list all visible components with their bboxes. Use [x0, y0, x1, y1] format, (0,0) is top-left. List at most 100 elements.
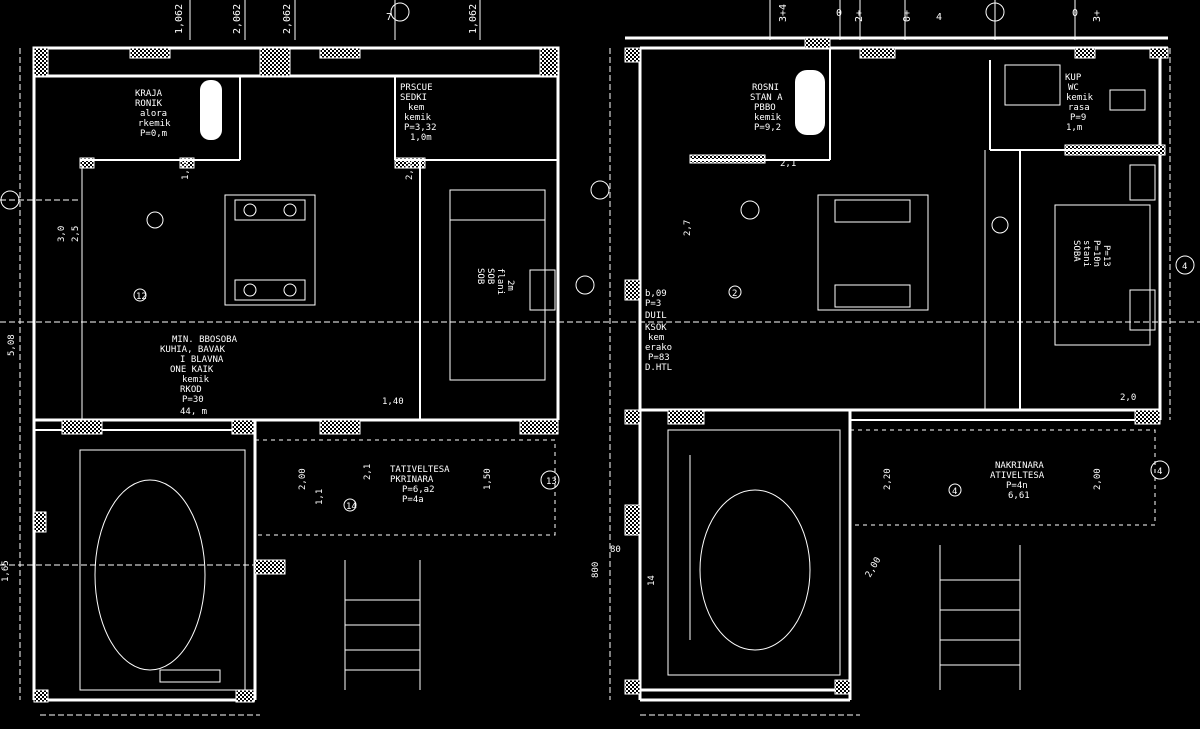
svg-text:P=13: P=13	[1101, 245, 1111, 267]
svg-text:P=6,a2: P=6,a2	[402, 485, 435, 495]
svg-text:2,00: 2,00	[864, 556, 884, 580]
svg-text:I BLAVNA: I BLAVNA	[180, 355, 224, 365]
svg-text:TATIVELTESA: TATIVELTESA	[390, 465, 450, 475]
dim-label: 2,062	[232, 4, 243, 34]
svg-text:KUP: KUP	[1065, 73, 1082, 83]
svg-text:0: 0	[836, 8, 842, 19]
room-label-dnevni-left: MIN. BBOSOBA KUHIA, BAVAK I BLAVNA ONE K…	[160, 335, 238, 417]
svg-text:2,20: 2,20	[883, 468, 893, 490]
svg-text:80: 80	[610, 545, 621, 555]
grid-marker	[985, 2, 1005, 22]
svg-text:2,00: 2,00	[1093, 468, 1103, 490]
svg-text:kemik: kemik	[754, 113, 782, 123]
svg-text:2,7: 2,7	[683, 220, 693, 236]
room-label-soba-right: SOBA stani P=10n P=13	[1071, 240, 1111, 267]
room-label-soba-left: SOB SOB flani 2m	[475, 268, 515, 295]
room-label-terasa-left: TATIVELTESA PKRINARA P=6,a2 P=4a	[390, 465, 450, 505]
bed-symbol	[449, 189, 556, 381]
grid-marker	[540, 470, 560, 490]
svg-text:P=3,32: P=3,32	[404, 123, 437, 133]
svg-text:2,5: 2,5	[71, 226, 81, 242]
right-top-dimension-ticks	[769, 0, 1076, 40]
svg-text:1,40: 1,40	[382, 397, 404, 407]
svg-text:3+: 3+	[1092, 10, 1103, 22]
terrace-deck	[939, 545, 1021, 690]
stair-symbol	[200, 80, 222, 140]
svg-text:erako: erako	[645, 343, 672, 353]
svg-text:SOB: SOB	[475, 268, 485, 284]
svg-text:DUIL: DUIL	[645, 311, 667, 321]
svg-text:D.HTL: D.HTL	[645, 363, 672, 373]
svg-text:kemik: kemik	[404, 113, 432, 123]
svg-text:4: 4	[936, 12, 942, 23]
svg-text:PKRINARA: PKRINARA	[390, 475, 434, 485]
grid-marker	[590, 180, 610, 200]
svg-text:3+4: 3+4	[778, 4, 789, 22]
grid-marker	[1150, 460, 1170, 480]
level-marker	[948, 483, 962, 497]
terrace-deck	[344, 560, 421, 690]
svg-text:2: 2	[732, 289, 737, 299]
svg-text:ATIVELTESA: ATIVELTESA	[990, 471, 1045, 481]
svg-text:PBBO: PBBO	[754, 103, 776, 113]
room-label-terasa-right: NAKRINARA ATIVELTESA P=4n 6,61	[990, 461, 1045, 501]
room-label-wc-left: KRAJA RONIK alora rkemik P=0,m	[135, 89, 171, 139]
svg-text:44, m: 44, m	[180, 407, 207, 417]
svg-text:14: 14	[647, 575, 657, 586]
stair-symbol	[795, 70, 825, 135]
svg-text:P=9: P=9	[1070, 113, 1086, 123]
svg-text:rkemik: rkemik	[138, 119, 171, 129]
svg-text:2,1: 2,1	[780, 159, 796, 169]
grid-marker	[0, 190, 20, 210]
dim-label: 7	[386, 12, 392, 23]
svg-text:P=4n: P=4n	[1006, 481, 1028, 491]
dim-label: 1,062	[468, 4, 479, 34]
section-marker	[740, 200, 760, 220]
sink-symbol	[1004, 64, 1061, 106]
svg-text:2,1: 2,1	[363, 464, 373, 480]
dim-label: 1,062	[174, 4, 185, 34]
svg-text:2,50: 2,50	[405, 158, 415, 180]
svg-text:RKOD: RKOD	[180, 385, 202, 395]
svg-text:RONIK: RONIK	[135, 99, 163, 109]
svg-text:3,0: 3,0	[57, 226, 67, 242]
svg-text:alora: alora	[140, 109, 167, 119]
svg-text:P=10n: P=10n	[1091, 240, 1101, 267]
svg-text:b,09: b,09	[645, 289, 667, 299]
svg-text:WC: WC	[1068, 83, 1079, 93]
svg-text:ONE KAIK: ONE KAIK	[170, 365, 214, 375]
room-label-pracunica-left: PRSCUE SEDKI kem kemik P=3,32 1,0m	[400, 83, 437, 143]
right-top-dimension-labels: 3+4 0 2+ 0+ 4 0 3+	[778, 4, 1103, 23]
svg-text:1,0m: 1,0m	[410, 133, 432, 143]
grid-marker	[575, 275, 595, 295]
svg-text:KUHIA, BAVAK: KUHIA, BAVAK	[160, 345, 226, 355]
toilet-symbol	[1109, 89, 1146, 111]
svg-text:KSOK: KSOK	[645, 323, 667, 333]
svg-text:kem: kem	[408, 103, 424, 113]
bathtub-symbol	[79, 449, 246, 691]
svg-text:4: 4	[952, 487, 957, 497]
svg-text:MIN. BBOSOBA: MIN. BBOSOBA	[172, 335, 238, 345]
right-plan	[609, 0, 1195, 716]
right-dimension-labels: 80 800 14 2,00 2,7 2,20 2,00 2,1 2,0	[591, 159, 1136, 586]
svg-text:ROSNI: ROSNI	[752, 83, 779, 93]
svg-text:SEDKI: SEDKI	[400, 93, 427, 103]
svg-text:1,1: 1,1	[315, 489, 325, 505]
svg-text:P=3: P=3	[645, 299, 661, 309]
svg-text:2+: 2+	[854, 10, 865, 22]
bed-symbol	[1054, 164, 1156, 346]
dining-table-symbol	[224, 194, 316, 306]
svg-text:1,50: 1,50	[483, 468, 493, 490]
svg-text:800: 800	[591, 562, 601, 578]
svg-text:2,0: 2,0	[1120, 393, 1136, 403]
svg-text:kemik: kemik	[182, 375, 210, 385]
svg-text:STAN A: STAN A	[750, 93, 783, 103]
room-label-dnevni-right: b,09 P=3 DUIL KSOK kem erako P=83 D.HTL	[645, 289, 672, 373]
svg-text:1,65: 1,65	[1, 560, 11, 582]
level-marker	[343, 498, 357, 512]
level-marker	[133, 288, 147, 302]
svg-text:P=9,2: P=9,2	[754, 123, 781, 133]
svg-text:kemik: kemik	[1066, 93, 1094, 103]
